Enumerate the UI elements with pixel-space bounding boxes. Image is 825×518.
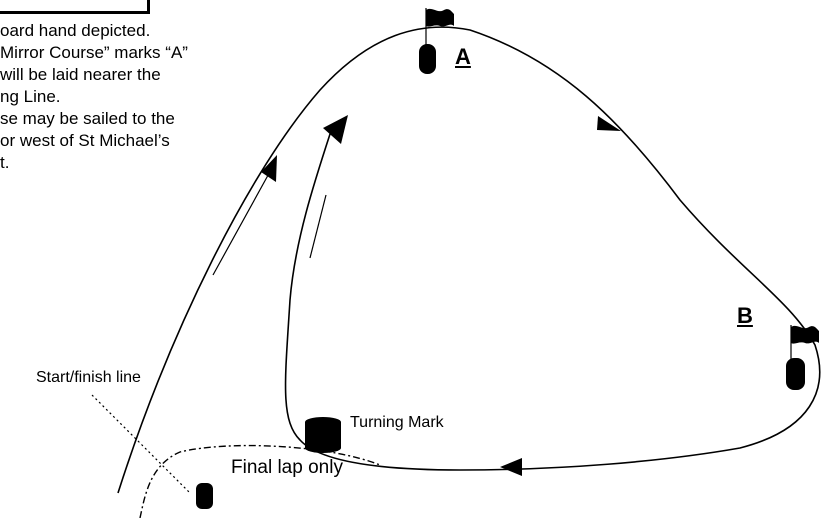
start-finish-buoy [196, 483, 213, 509]
mark-b-label: B [737, 303, 753, 328]
arrow-upwind-1 [261, 155, 277, 182]
course-inner-leg [212, 167, 273, 276]
course-inner-leg-2 [309, 194, 327, 259]
note-line-4: ng Line. [0, 87, 61, 106]
turning-mark-label: Turning Mark [350, 414, 444, 431]
note-line-3: will be laid nearer the [0, 65, 161, 84]
start-finish-label: Start/finish line [36, 369, 141, 386]
mark-a-label: A [455, 44, 471, 69]
note-line-1: oard hand depicted. [0, 21, 151, 40]
arrow-upwind-2 [323, 115, 348, 144]
arrow-reach-1 [597, 116, 621, 131]
note-line-5: se may be sailed to the [0, 109, 175, 128]
final-lap-path [139, 444, 381, 518]
course-notes: oard hand depicted. Mirror Course” marks… [0, 20, 188, 174]
mark-b-buoy [786, 325, 819, 390]
mark-a-buoy [419, 8, 454, 74]
arrow-run-1 [500, 458, 522, 476]
turning-mark-buoy [305, 417, 341, 453]
note-line-7: t. [0, 153, 10, 172]
start-finish-line [91, 394, 191, 494]
note-line-2: Mirror Course” marks “A” [0, 43, 188, 62]
note-line-6: or west of St Michael’s [0, 131, 170, 150]
course-outer-leg [117, 26, 821, 494]
notes-box-border [0, 0, 150, 14]
final-lap-label: Final lap only [231, 457, 343, 478]
